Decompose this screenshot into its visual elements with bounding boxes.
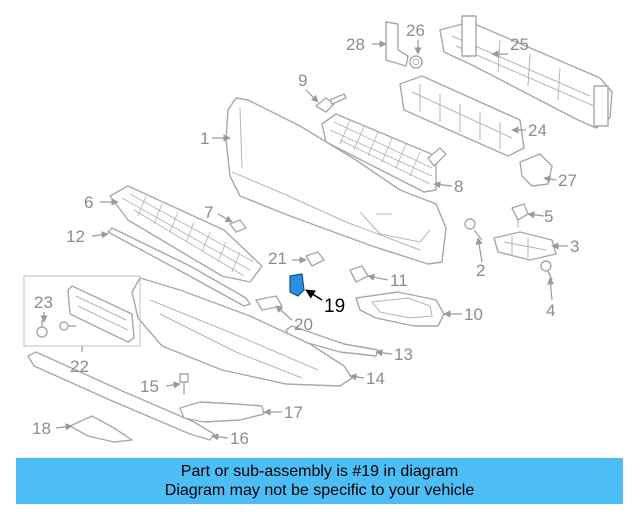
callout-9: 9 bbox=[298, 71, 307, 90]
bracket-part bbox=[385, 21, 409, 67]
plate-screws-part bbox=[36, 320, 76, 338]
banner-disclaimer-line: Diagram may not be specific to your vehi… bbox=[164, 482, 475, 499]
callout-11: 11 bbox=[390, 271, 408, 290]
callout-5: 5 bbox=[544, 207, 553, 226]
bumper-cover-part bbox=[225, 97, 447, 265]
small-bolt-part bbox=[540, 260, 553, 281]
fog-lamp-trim-part bbox=[355, 291, 445, 327]
diagram-notice-banner: Part or sub-assembly is #19 in diagram D… bbox=[16, 458, 623, 504]
callout-19: 19 bbox=[324, 296, 345, 317]
callout-20: 20 bbox=[294, 315, 313, 334]
exploded-parts-diagram: 1 2 3 4 5 6 7 8 9 10 11 12 13 14 15 16 1… bbox=[23, 15, 613, 448]
callout-15: 15 bbox=[140, 377, 159, 396]
callout-18: 18 bbox=[32, 419, 51, 438]
fog-clip-part bbox=[349, 265, 369, 283]
highlighted-part-19 bbox=[289, 273, 305, 297]
lower-grille-part bbox=[109, 185, 263, 283]
energy-absorber-part bbox=[399, 75, 525, 157]
callout-13: 13 bbox=[394, 345, 413, 364]
callout-28: 28 bbox=[346, 35, 365, 54]
side-bracket-part bbox=[519, 153, 553, 187]
banner-part-line: Part or sub-assembly is #19 in diagram bbox=[180, 463, 459, 480]
nut-part bbox=[409, 55, 423, 69]
callout-12: 12 bbox=[66, 227, 85, 246]
upper-trim-strip-part bbox=[107, 227, 251, 307]
callout-24: 24 bbox=[528, 121, 547, 140]
lip-strip-part bbox=[27, 351, 215, 441]
callout-3: 3 bbox=[570, 237, 579, 256]
leader-lines bbox=[40, 40, 568, 441]
screw-part bbox=[464, 218, 483, 241]
callout-25: 25 bbox=[510, 35, 529, 54]
callout-1: 1 bbox=[200, 129, 209, 148]
reinforcement-beam-part bbox=[439, 15, 613, 129]
callout-16: 16 bbox=[230, 429, 249, 448]
callout-23: 23 bbox=[34, 293, 53, 312]
callout-labels: 1 2 3 4 5 6 7 8 9 10 11 12 13 14 15 16 1… bbox=[32, 21, 579, 448]
air-deflector-part bbox=[69, 415, 133, 443]
callout-8: 8 bbox=[454, 177, 463, 196]
callout-21: 21 bbox=[268, 249, 287, 268]
bolt-part bbox=[315, 93, 347, 113]
callout-4: 4 bbox=[546, 301, 555, 320]
callout-10: 10 bbox=[464, 305, 483, 324]
hex-bolt-part bbox=[179, 373, 189, 394]
callout-22: 22 bbox=[70, 357, 89, 376]
callout-7: 7 bbox=[204, 203, 213, 222]
callout-27: 27 bbox=[558, 171, 577, 190]
callout-2: 2 bbox=[476, 261, 485, 280]
lamp-bracket-part bbox=[493, 231, 557, 261]
callout-17: 17 bbox=[284, 403, 303, 422]
callout-6: 6 bbox=[84, 193, 93, 212]
tow-hook-cap-part bbox=[305, 251, 325, 267]
clip-part bbox=[511, 203, 529, 228]
retainer-clip-part bbox=[229, 219, 247, 233]
callout-14: 14 bbox=[366, 369, 385, 388]
lower-spoiler-part bbox=[131, 277, 353, 387]
callout-26: 26 bbox=[406, 21, 425, 40]
side-trim-part bbox=[179, 401, 265, 423]
upper-grille-part bbox=[321, 113, 447, 193]
